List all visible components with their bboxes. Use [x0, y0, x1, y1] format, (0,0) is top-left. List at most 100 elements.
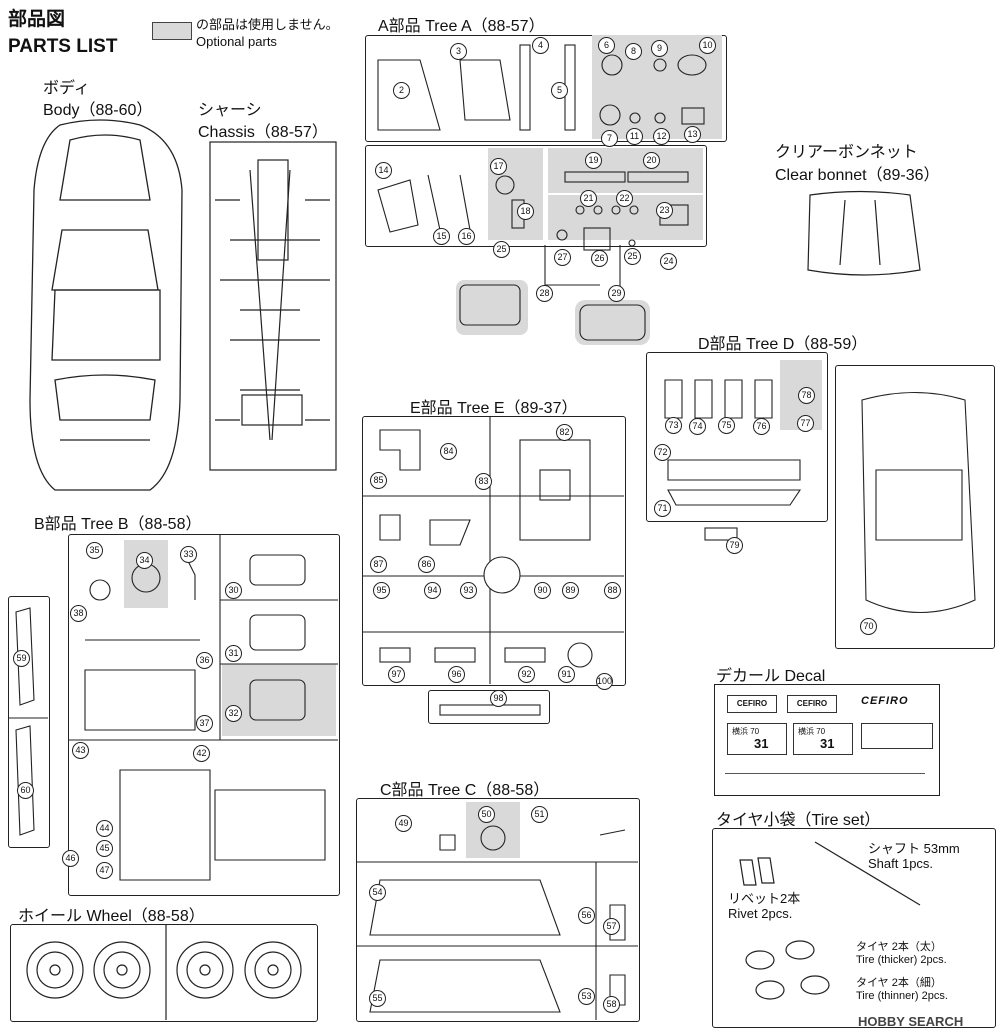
part-58: 58: [603, 996, 620, 1013]
wheel-frame: [10, 924, 318, 1022]
part-96: 96: [448, 666, 465, 683]
part-10: 10: [699, 37, 716, 54]
part-92: 92: [518, 666, 535, 683]
tree-e-label: E部品 Tree E（89-37）: [410, 400, 578, 417]
part-25b: 25: [624, 248, 641, 265]
tree-b-frame: [68, 534, 340, 896]
part-54: 54: [369, 884, 386, 901]
part-17: 17: [490, 158, 507, 175]
part-9: 9: [651, 40, 668, 57]
part-30: 30: [225, 582, 242, 599]
part-88: 88: [604, 582, 621, 599]
decal-plate-1: 横浜 70 31: [727, 723, 787, 755]
part-38: 38: [70, 605, 87, 622]
optional-jp: の部品は使用しません。: [196, 17, 339, 32]
tree-d-rear-window-frame: [835, 365, 995, 649]
title-jp: 部品図: [8, 9, 66, 30]
optional-swatch: [152, 22, 192, 40]
decal-plate-1-number: 31: [754, 736, 769, 751]
part-71: 71: [654, 500, 671, 517]
optional-en: Optional parts: [196, 34, 277, 49]
part-100: 100: [596, 673, 613, 690]
tree-d-label: D部品 Tree D（88-59）: [698, 336, 868, 353]
part-84: 84: [440, 443, 457, 460]
part-20: 20: [643, 152, 660, 169]
part-98: 98: [490, 690, 507, 707]
part-12: 12: [653, 128, 670, 145]
part-15: 15: [433, 228, 450, 245]
tree-b-optional-32: [222, 664, 336, 736]
wheel-label: ホイール Wheel（88-58）: [18, 908, 205, 925]
part-37: 37: [196, 715, 213, 732]
part-47: 47: [96, 862, 113, 879]
part-35: 35: [86, 542, 103, 559]
decal-plate-2-number: 31: [820, 736, 835, 751]
decal-sheet: CEFIRO CEFIRO CEFIRO 横浜 70 31 横浜 70 31: [714, 684, 940, 796]
part-72: 72: [654, 444, 671, 461]
part-21: 21: [580, 190, 597, 207]
tree-a-frame-bottom: [365, 145, 707, 247]
part-70: 70: [860, 618, 877, 635]
part-60: 60: [17, 782, 34, 799]
part-73: 73: [665, 417, 682, 434]
part-94: 94: [424, 582, 441, 599]
part-95: 95: [373, 582, 390, 599]
tree-e-frame: [362, 416, 626, 686]
part-24: 24: [660, 253, 677, 270]
part-16: 16: [458, 228, 475, 245]
tire-thin-jp: タイヤ 2本（細）: [856, 977, 942, 989]
part-46: 46: [62, 850, 79, 867]
decal-fineprint-line: [725, 773, 925, 774]
part-31: 31: [225, 645, 242, 662]
part-90: 90: [534, 582, 551, 599]
part-79: 79: [726, 537, 743, 554]
part-4: 4: [532, 37, 549, 54]
part-76: 76: [753, 418, 770, 435]
decal-label: デカール Decal: [716, 668, 826, 685]
part-42: 42: [193, 745, 210, 762]
tree-b-optional-34: [124, 540, 168, 608]
part-77: 77: [797, 415, 814, 432]
part-85: 85: [370, 472, 387, 489]
tree-b-label: B部品 Tree B（88-58）: [34, 516, 202, 533]
part-7: 7: [601, 130, 618, 147]
part-5: 5: [551, 82, 568, 99]
clear-bonnet-en: Clear bonnet（89-36）: [775, 167, 940, 184]
part-89: 89: [562, 582, 579, 599]
shaft-en: Shaft 1pcs.: [868, 856, 934, 871]
part-14: 14: [375, 162, 392, 179]
part-25a: 25: [493, 241, 510, 258]
part-78: 78: [798, 387, 815, 404]
tree-c-frame: [356, 798, 640, 1022]
tire-set-label: タイヤ小袋（Tire set）: [716, 812, 881, 829]
part-36: 36: [196, 652, 213, 669]
tree-a-optional-29: [575, 300, 650, 345]
shaft-jp: シャフト 53mm: [868, 841, 960, 856]
part-2: 2: [393, 82, 410, 99]
watermark: HOBBY SEARCH: [858, 1014, 964, 1029]
tree-a-optional-28: [456, 280, 528, 335]
part-49: 49: [395, 815, 412, 832]
part-53: 53: [578, 988, 595, 1005]
part-59: 59: [13, 650, 30, 667]
body-label-jp: ボディ: [43, 80, 90, 97]
decal-logo-large: CEFIRO: [861, 695, 909, 707]
part-11: 11: [626, 128, 643, 145]
part-44: 44: [96, 820, 113, 837]
decal-plate-1-pref: 横浜 70: [732, 727, 760, 736]
tire-thick-en: Tire (thicker) 2pcs.: [856, 954, 947, 966]
decal-plate-2-pref: 横浜 70: [798, 727, 826, 736]
tree-c-label: C部品 Tree C（88-58）: [380, 782, 550, 799]
part-55: 55: [369, 990, 386, 1007]
body-label-en: Body（88-60）: [43, 102, 153, 119]
part-56: 56: [578, 907, 595, 924]
part-51: 51: [531, 806, 548, 823]
decal-plate-2: 横浜 70 31: [793, 723, 853, 755]
clear-bonnet-jp: クリアーボンネット: [775, 144, 918, 161]
part-22: 22: [616, 190, 633, 207]
part-83: 83: [475, 473, 492, 490]
